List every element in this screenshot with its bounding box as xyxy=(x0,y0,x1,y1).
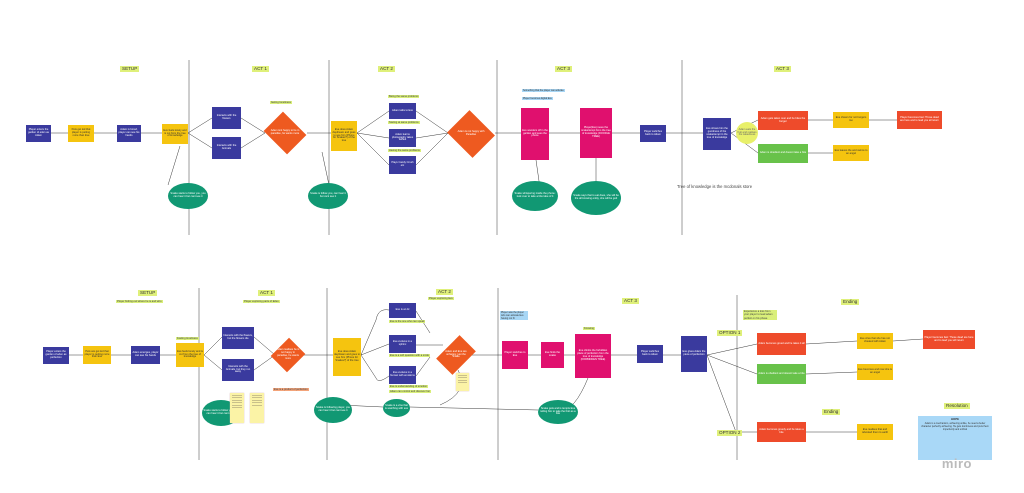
act-label-option1: OPTION 1 xyxy=(717,330,743,337)
decision-adam-eve-label: Adam and Eve are unhappy, just the Snake xyxy=(445,349,467,359)
resolution-body: Adam is a mechanism, achieving unlike, h… xyxy=(921,422,989,432)
decision-adam-unhappy-b[interactable]: Adam realises he is not happy in paradis… xyxy=(270,337,306,373)
note-fruit[interactable]: Adam eats the fruit and realises his nak… xyxy=(736,122,758,144)
node-enter-garden[interactable]: Player enters the garden of eden as Adam xyxy=(26,125,51,142)
node-pets[interactable]: Pets get led that player is petting more… xyxy=(68,125,94,142)
tag-act2-b-d: Adam can control and discover her xyxy=(389,390,432,394)
node-eve-lonely-b[interactable]: Eve feels lonely and is cut from the tre… xyxy=(176,343,204,367)
node-eve-leaves[interactable]: Eve leaves the and swims to an angel xyxy=(833,145,869,161)
node-animals-b[interactable]: Interacts with the Animals, but they run… xyxy=(222,359,254,381)
node-back-to-adam[interactable]: Player switches back to Adam xyxy=(640,125,666,142)
miro-logo: miro xyxy=(941,456,972,471)
act-label-setup-b: SETUP xyxy=(138,290,158,297)
tag-act2-b-a: Eve is the one who can speak xyxy=(389,320,426,324)
decision-adam-unhappy[interactable]: Adam isnt happy to be in paradise, he wa… xyxy=(262,111,308,155)
tag-act2-c: Having the same problems xyxy=(388,149,421,153)
node-snake-tempts[interactable]: Snake gets and is tempts Eve telling him… xyxy=(538,400,578,424)
tag-feeling: feeling loneliness xyxy=(270,101,292,105)
decision-not-happy-label: Adam is not happy with Paradise xyxy=(457,130,485,136)
node-adam-emerges[interactable]: Adam emerges, player can see his hands xyxy=(131,346,160,364)
tag-blue-b: Player was the player who can activate E… xyxy=(500,311,528,321)
node-flowers[interactable]: Interacts with the flowers xyxy=(212,107,241,129)
node-photography[interactable]: Adam learns photography takes selfies xyxy=(389,129,416,147)
tag-red-note: Eve is a product of perfection xyxy=(273,388,309,392)
decision-not-happy[interactable]: Adam is not happy with Paradise xyxy=(446,110,496,158)
node-ending-e3[interactable]: Eve realises that and rebooted them to e… xyxy=(857,424,893,440)
act-label-act1: ACT 1 xyxy=(252,66,269,73)
sticky-note-2 xyxy=(250,393,264,423)
node-snake-bush[interactable]: Snake is a vine that is watching with ev… xyxy=(383,399,410,417)
tag-feeling-b: Feeling loneliness xyxy=(176,337,199,341)
resolution-title: HOPE xyxy=(951,417,959,421)
tag-blue-2: Player becomes digital Eve xyxy=(522,97,553,101)
node-ending-e2[interactable]: Eve becomes and now she is an angel xyxy=(857,364,893,380)
node-candy-crush[interactable]: Plays Candy Crush etc xyxy=(389,156,416,174)
node-adam-greed[interactable]: Adam becomes greed and he takes it all xyxy=(757,333,806,355)
act-label-ending-2: Ending xyxy=(822,409,841,416)
node-pick-fruit[interactable]: Player(Eve) sees the snake/tempt from th… xyxy=(580,108,612,158)
tag-blue-1: Something that the player can activate xyxy=(522,89,565,93)
node-talks-eve[interactable]: Adam talks to Eve xyxy=(389,103,416,119)
node-eve-finds-snake[interactable]: Eve finds the snake xyxy=(541,342,564,368)
node-eve-sphinx[interactable]: Eve evolves in a sphinx xyxy=(389,335,416,353)
node-adam-greedy-b[interactable]: Adam becomes greedy and he takes a bite xyxy=(757,422,806,442)
node-eve-human[interactable]: Eve evolves in a human with emotions xyxy=(389,366,416,384)
act-label-act2-b: ACT 2 xyxy=(436,289,453,296)
tag-act2-b-b: Eve is a soft question with a smile xyxy=(389,354,430,358)
node-adam-refuses[interactable]: Adam is obedient and doesnt take a bite xyxy=(758,144,808,163)
act-label-resolution: Resolution xyxy=(944,403,970,410)
act-label-setup: SETUP xyxy=(120,66,140,73)
node-eve-shows[interactable]: Eve shows him the goodness of the snake/… xyxy=(703,118,731,150)
node-eve-appears-b[interactable]: Eve does Adam daydream and goes to see h… xyxy=(333,338,361,376)
act-label-act3-end: ACT 3 xyxy=(774,66,791,73)
node-eve-ai[interactable]: Eve is an AI xyxy=(389,303,416,318)
node-enter-garden-b[interactable]: Player enters the garden of eden as perf… xyxy=(43,347,69,364)
tag-act2-b: Staring at same problems xyxy=(388,121,420,125)
decision-adam-unhappy-label: Adam isnt happy to be in paradise, he wa… xyxy=(270,129,300,135)
sticky-note-3 xyxy=(456,373,469,391)
act-label-option2: OPTION 2 xyxy=(717,430,743,437)
node-snake-says[interactable]: Snake says that to eat does, she will be… xyxy=(571,181,621,215)
node-switch-eve[interactable]: Player switches to Eve xyxy=(502,341,528,369)
decision-adam-unhappy-b-label: Adam realises he is not happy in paradis… xyxy=(276,348,300,360)
node-eve-gives[interactable]: Eve gives Adam the piece of perfection xyxy=(681,336,707,372)
node-snake-follows-2[interactable]: Snake is follow you, can hear it but can… xyxy=(308,183,348,209)
node-adam-bites[interactable]: Adam gets taken over and he bites the bu… xyxy=(758,111,808,130)
node-back-to-adam-b[interactable]: Player switches back to Adam xyxy=(637,345,663,363)
node-snake-follows-b2[interactable]: Snake is following player, you can hear … xyxy=(314,397,352,423)
node-ending-top[interactable]: Player becomes fast: Those dead are here… xyxy=(897,111,942,129)
node-adam-bored[interactable]: Adam is bored, player can see his hands xyxy=(117,125,141,142)
resolution-card: HOPE Adam is a mechanism, achieving unli… xyxy=(918,416,992,460)
tag-act2-b-c: Eve is understanding of emotion xyxy=(389,385,429,389)
decision-adam-eve[interactable]: Adam and Eve are unhappy, just the Snake xyxy=(436,332,476,378)
tag-setup-b: Player finding out where he is and who xyxy=(116,300,163,304)
node-snake-follows-1[interactable]: Snake starts to follow you, you can hear… xyxy=(168,183,208,209)
tag-option-note: Experience a loss from your player to le… xyxy=(743,310,777,321)
act-label-act1-b: ACT 1 xyxy=(258,290,275,297)
node-ending-bottom[interactable]: Player becomes fast: Those dead are here… xyxy=(923,330,975,349)
act-label-act2: ACT 2 xyxy=(378,66,395,73)
node-forbidden-tree[interactable]: Eve climbs the forbidden place of perfec… xyxy=(575,334,611,378)
node-eve-lonely[interactable]: Eve feels lonely and is cut from the tre… xyxy=(162,124,188,144)
tag-knowing: Knowing xyxy=(583,327,595,331)
act-label-act3: ACT 3 xyxy=(555,66,572,73)
node-pets-b[interactable]: Pets are get led that player is petting … xyxy=(83,346,111,364)
node-adam-obedient-b[interactable]: Adam is obedient and doesnt take a bite xyxy=(757,364,806,384)
node-eve-garden[interactable]: Eve wanders off in the garden and sees t… xyxy=(521,108,549,160)
node-flowers-b[interactable]: Interacts with the flowers, but the flow… xyxy=(222,327,254,349)
node-eve-cheers[interactable]: Eve cheers for not burgers too xyxy=(833,112,869,128)
node-snake-whisper[interactable]: Snake whispering inside the phone: look … xyxy=(512,181,558,211)
tag-act1-b: Player exploring parts of Eden xyxy=(243,300,280,304)
node-ending-e1[interactable]: Eve cries that she has not cheated with … xyxy=(857,333,893,349)
act-label-act3-b: ACT 3 xyxy=(622,298,639,305)
node-animals[interactable]: Interacts with the Animals xyxy=(212,137,241,159)
tag-act2-b: Player exploring Eve xyxy=(428,297,454,301)
node-eve-appears[interactable]: Eve does Adam daydream and goes to see h… xyxy=(331,121,357,151)
act-label-ending: Ending xyxy=(841,299,860,306)
tag-act2-a: Being the same problems xyxy=(388,95,420,99)
note-mcdonalds: Tree of knowledge is the mcdonals store xyxy=(677,184,753,189)
sticky-note-1 xyxy=(230,393,244,423)
